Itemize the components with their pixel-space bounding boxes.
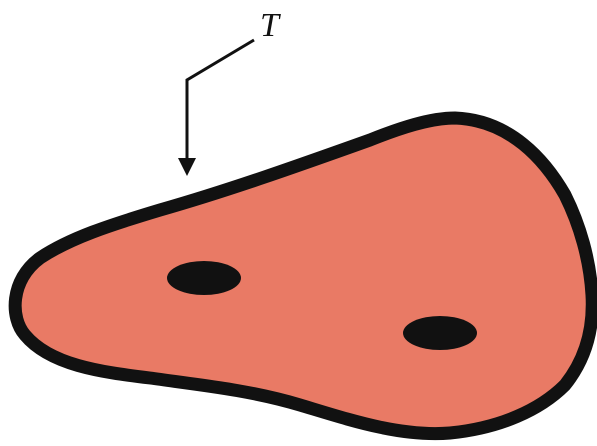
cell-body bbox=[15, 118, 592, 434]
left-spot bbox=[167, 261, 241, 295]
label-t: T bbox=[260, 7, 281, 44]
right-spot bbox=[403, 316, 477, 350]
leader-line bbox=[187, 40, 254, 158]
arrow-head bbox=[178, 158, 196, 176]
